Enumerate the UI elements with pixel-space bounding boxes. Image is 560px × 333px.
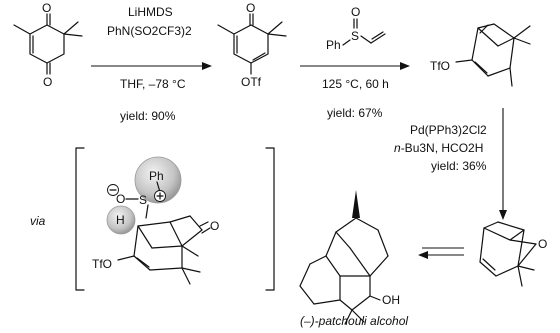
o-label: O [116, 192, 125, 206]
oh-label: OH [382, 293, 400, 307]
o-label: O [246, 1, 255, 15]
transition-state-structure: Ph O S H O TfO [92, 156, 219, 285]
compound-2-triflate: O OTf [217, 1, 287, 89]
reaction-arrow-2 [300, 62, 410, 70]
product-name: (–)-patchouli alcohol [300, 314, 408, 328]
reaction-arrow-1 [91, 62, 212, 70]
ph-label: Ph [149, 169, 164, 183]
tfo-label: TfO [430, 59, 450, 73]
wedge-methyl [352, 190, 360, 218]
patchouli-alcohol-structure: OH [299, 190, 400, 325]
reaction-arrow-3 [499, 108, 507, 220]
phenyl-vinyl-sulfoxide: Ph S O [326, 5, 386, 52]
ketone-o-label: O [210, 219, 219, 233]
conditions-step2: 125 °C, 60 h [322, 77, 389, 91]
yield-step1: yield: 90% [120, 109, 176, 123]
base-label: n-Bu3N, HCO2H [394, 141, 483, 155]
hydrogen-orbital-ball [106, 205, 136, 235]
o-label: O [43, 75, 52, 89]
compound-3-bicyclic-triflate: TfO [430, 23, 531, 87]
sulfinyl-orbital-ball [134, 156, 182, 204]
reagent-comins: PhN(SO2CF3)2 [107, 24, 192, 38]
ph-label: Ph [326, 38, 341, 52]
transition-state-bracket [75, 147, 275, 291]
o-label: O [351, 5, 360, 19]
otf-label: OTf [241, 75, 262, 89]
o-label: O [42, 1, 51, 15]
compound-1-dione: O O [13, 1, 83, 89]
reagent-lihmds: LiHMDS [128, 5, 173, 19]
yield-step2: yield: 67% [327, 106, 383, 120]
tfo-label: TfO [92, 257, 112, 271]
via-label: via [30, 214, 46, 228]
yield-step3: yield: 36% [431, 159, 487, 173]
conditions-step1: THF, –78 °C [120, 77, 186, 91]
h-label: H [116, 213, 125, 227]
o-label: O [538, 237, 547, 251]
s-label: S [351, 29, 359, 43]
reaction-arrow-4 [418, 247, 464, 259]
catalyst-label: Pd(PPh3)2Cl2 [410, 123, 487, 137]
compound-5-bicyclic-ketone: O [479, 221, 547, 287]
s-label: S [139, 193, 147, 207]
